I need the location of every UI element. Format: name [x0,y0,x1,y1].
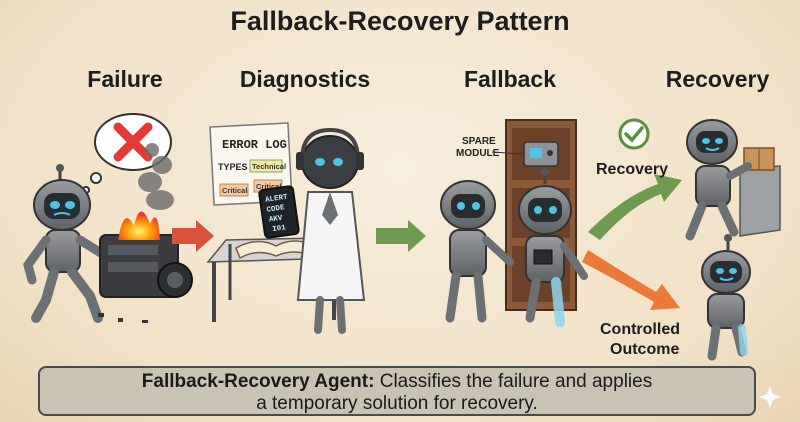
sparkle-icon [759,386,781,408]
failing-robot [23,164,109,323]
arrow-to-recovery [588,174,682,240]
caption-bold: Fallback-Recovery Agent: [141,371,375,392]
tablet-line-4: I01 [272,224,287,234]
technical-label: Technical [252,162,286,171]
caption-line-1: Fallback-Recovery Agent: Classifies the … [40,371,754,393]
caption-box: Fallback-Recovery Agent: Classifies the … [38,366,756,416]
check-icon [618,118,650,150]
stage-label-diagnostics: Diagnostics [239,66,371,92]
stage-label-recovery: Recovery [665,66,770,92]
error-x-icon [113,122,153,162]
spare-module-icon [523,141,559,167]
types-label: TYPES [218,162,248,172]
tablet-line-2: CODE [266,204,285,214]
spare-label-line-2: MODULE [456,148,500,159]
arrow-failure-to-diagnostics [172,220,214,252]
spare-label-line-1: SPARE [462,136,496,147]
controlled-outcome-line-2: Outcome [610,341,679,358]
critical-label-1: Critical [222,186,247,195]
stage-label-fallback: Fallback [463,66,557,92]
counter-with-box [739,147,781,237]
helper-robot [440,180,514,323]
recovery-outcome-label: Recovery [596,161,668,178]
controlled-outcome-line-1: Controlled [600,321,680,338]
debris [98,313,148,323]
scientist-robot [296,127,366,334]
critical-label-2: Critical [256,182,281,191]
broken-machine [99,211,193,298]
error-log-board: ERROR LOG TYPES Technical Critical Criti… [209,122,293,206]
caption-rest-1: Classifies the failure and applies [379,371,653,392]
page-title: Fallback-Recovery Pattern [230,6,570,36]
arrow-diagnostics-to-fallback [376,220,426,252]
tablet-line-1: ALERT [265,194,289,205]
stage-label-failure: Failure [87,66,163,92]
alert-tablet: ALERT CODE AKV I01 [258,185,300,239]
recovered-robot [685,119,752,241]
error-log-title: ERROR LOG [222,138,287,152]
smoke [138,143,174,210]
repaired-robot [518,168,588,327]
tablet-line-3: AKV [269,215,284,225]
caption-rest-2: a temporary solution for recovery. [256,393,538,414]
controlled-robot [701,234,751,361]
arrow-to-controlled-outcome [582,250,680,310]
